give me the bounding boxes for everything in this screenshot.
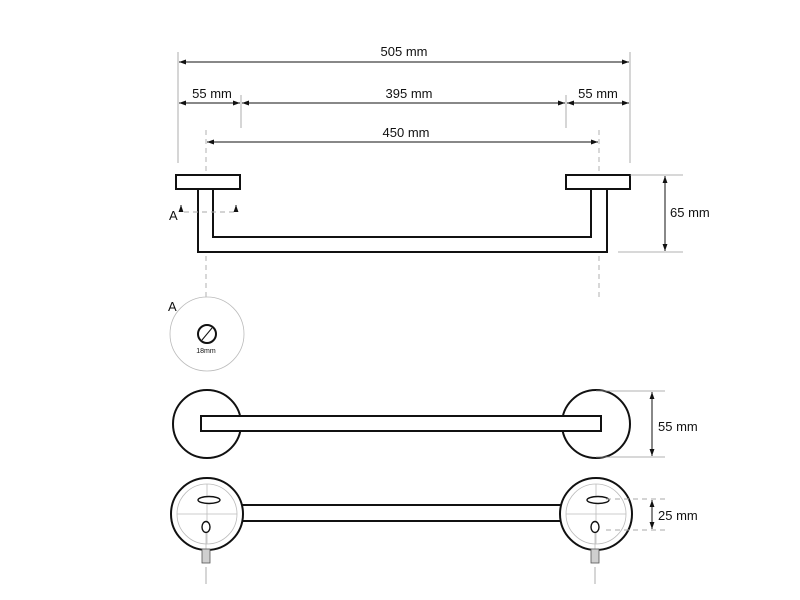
overall-width-label: 505 mm [381,44,428,59]
hole-spacing-label: 25 mm [658,508,698,523]
right-wall-anchor-screw [590,548,600,564]
center-distance-label: 450 mm [383,125,430,140]
right-screw-hole [590,520,600,534]
towel-bar-back [229,504,577,522]
right-base-label: 55 mm [578,86,618,101]
section-detail-a: A 18mm [168,296,245,372]
back-view [170,477,633,584]
top-view [172,389,631,459]
left-wall-base-side [175,174,241,190]
dimension-hole-spacing: 25 mm [606,498,698,531]
bar-span-label: 395 mm [386,86,433,101]
dimension-row-segments: 55 mm 395 mm 55 mm [179,86,629,128]
section-marker-label: A [169,208,178,223]
side-view [175,174,631,253]
dimension-base-diameter: 55 mm [596,390,698,458]
left-mounting-slot [197,495,221,505]
left-wall-anchor-screw [201,548,211,564]
dimension-center-distance: 450 mm [207,125,598,145]
towel-bar-top [200,415,602,432]
base-diameter-label: 55 mm [658,419,698,434]
dimension-projection: 65 mm [618,174,710,253]
right-mounting-slot [586,495,610,505]
left-base-label: 55 mm [192,86,232,101]
towel-bar-side-profile [197,188,608,253]
right-wall-base-side [565,174,631,190]
tube-diameter-label: 18mm [196,348,216,355]
dimension-overall-width: 505 mm [177,44,631,163]
projection-label: 65 mm [670,205,710,220]
left-screw-hole [201,520,211,534]
detail-a-title: A [168,299,177,314]
detail-base-outline [169,296,245,372]
section-cut-marker: A [169,205,239,223]
